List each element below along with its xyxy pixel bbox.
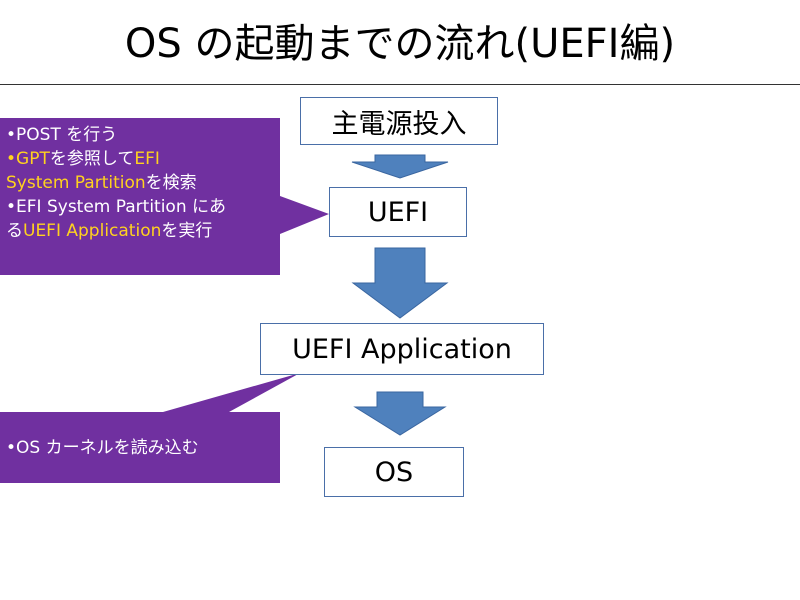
callout-uefi-text: •POST を行う •GPTを参照してEFI System Partitionを… <box>6 123 226 243</box>
arrow-power-to-uefi <box>351 154 449 179</box>
node-power-on: 主電源投入 <box>300 97 498 145</box>
callout-uefi-line1: •POST を行う <box>6 125 118 145</box>
title-divider <box>0 84 800 85</box>
callout-uefi-shape <box>0 118 329 275</box>
callout-app-line1: •OS カーネルを読み込む <box>6 438 199 458</box>
node-os: OS <box>324 447 464 497</box>
callout-app-text: •OS カーネルを読み込む <box>6 436 199 460</box>
arrow-app-to-os <box>353 391 447 436</box>
node-uefi-application: UEFI Application <box>260 323 544 375</box>
node-uefi: UEFI <box>329 187 467 237</box>
callout-uefi-line3: System Partitionを検索 <box>6 173 197 193</box>
callout-uefi-line2: •GPTを参照してEFI <box>6 149 160 169</box>
slide-title: OS の起動までの流れ(UEFI編) <box>124 21 676 67</box>
arrow-uefi-to-app <box>351 247 449 319</box>
callout-uefi-line4: •EFI System Partition にあ <box>6 197 227 217</box>
callout-app-shape <box>0 373 300 483</box>
callout-uefi-line5: るUEFI Applicationを実行 <box>6 221 213 241</box>
